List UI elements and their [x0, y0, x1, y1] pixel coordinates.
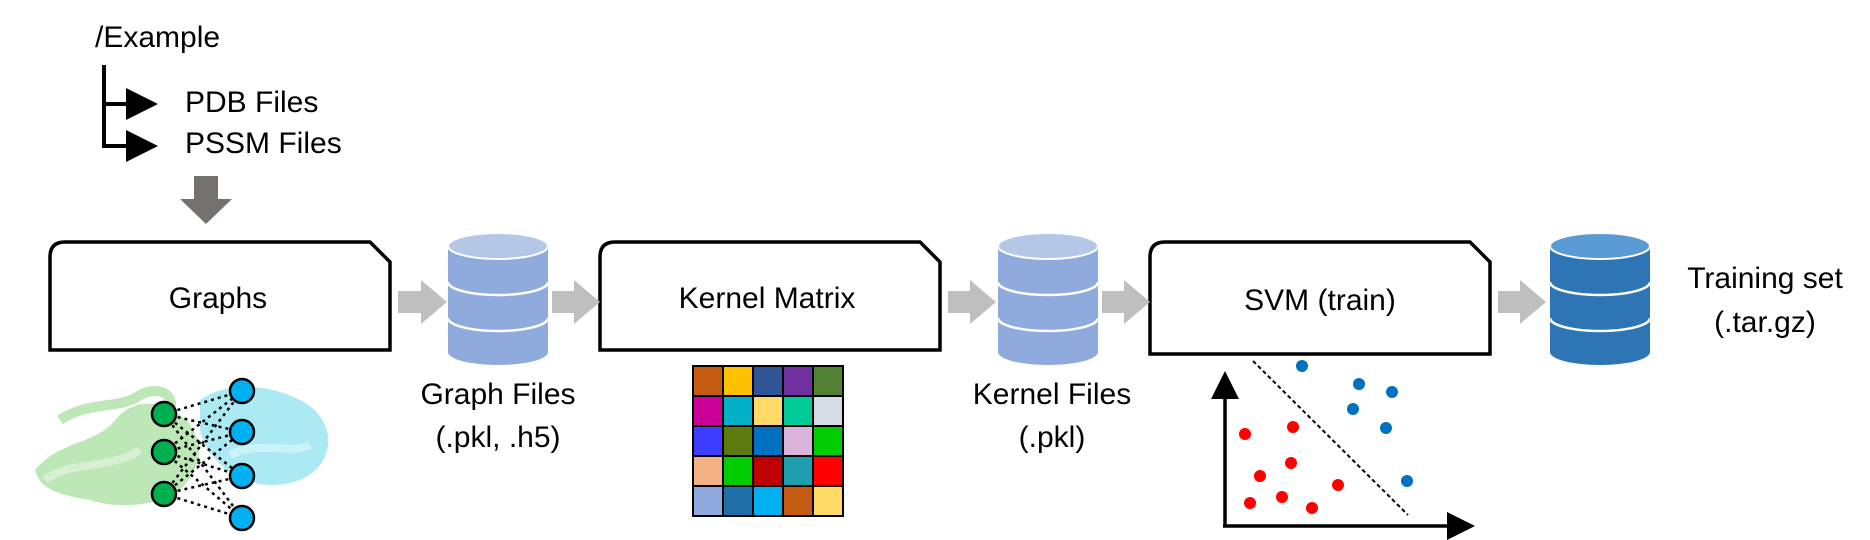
svm-point-red — [1306, 502, 1318, 514]
kernel-cell — [782, 395, 814, 427]
graph-node-cyan — [228, 462, 256, 490]
kernel-cell — [752, 425, 784, 457]
kernel-cell — [692, 455, 724, 487]
graph-node-cyan — [228, 377, 256, 405]
output-training-set-line1: Training set — [1687, 262, 1843, 295]
kernel-cell — [722, 425, 754, 457]
kernel-cell — [692, 485, 724, 517]
svm-point-red — [1287, 421, 1299, 433]
kernel-cell — [812, 455, 844, 487]
svm-point-red — [1276, 491, 1288, 503]
graph-edge — [163, 431, 243, 495]
output-training-set-line2: (.tar.gz) — [1714, 306, 1816, 339]
kernel-cell — [782, 455, 814, 487]
graph-edge — [163, 390, 243, 495]
output-kernel-files-line2: (.pkl) — [1019, 421, 1086, 454]
svm-point-red — [1285, 457, 1297, 469]
kernel-cell — [722, 365, 754, 397]
flow-arrows — [398, 280, 1546, 324]
kernel-cell — [722, 455, 754, 487]
svm-decision-boundary — [1252, 360, 1409, 516]
stage-box-svm: SVM (train) — [1148, 240, 1492, 356]
kernel-cell — [782, 485, 814, 517]
svm-point-blue — [1353, 378, 1365, 390]
kernel-cell — [752, 455, 784, 487]
graph-edge — [163, 413, 243, 519]
flow-arrow-icon — [552, 280, 600, 324]
graph-edges — [163, 389, 243, 520]
svm-point-blue — [1386, 386, 1398, 398]
stage-box-kernel-matrix: Kernel Matrix — [598, 240, 942, 352]
kernel-cell — [812, 365, 844, 397]
kernel-cell — [752, 395, 784, 427]
kernel-cell — [812, 425, 844, 457]
graph-node-cyan — [228, 504, 256, 532]
svm-point-blue — [1296, 360, 1308, 372]
kernel-cell — [692, 395, 724, 427]
tree-child-pdb: PDB Files — [185, 86, 318, 119]
kernel-cell — [752, 485, 784, 517]
graph-node-cyan — [228, 418, 256, 446]
kernel-cell — [812, 485, 844, 517]
output-graph-files-line1: Graph Files — [420, 378, 575, 411]
output-graph-files-line2: (.pkl, .h5) — [435, 421, 560, 454]
databases — [446, 232, 1652, 365]
database-icon — [1548, 232, 1652, 365]
graph-network-icon — [35, 377, 329, 532]
kernel-cell — [782, 425, 814, 457]
kernel-cell — [722, 395, 754, 427]
svm-point-red — [1239, 428, 1251, 440]
tree-child-pssm: PSSM Files — [185, 127, 342, 160]
graph-node-green — [150, 400, 178, 428]
graph-node-green — [150, 438, 178, 466]
kernel-cell — [752, 365, 784, 397]
graph-edge — [163, 451, 243, 519]
kernel-matrix-icon — [692, 365, 844, 517]
stage-label-svm: SVM (train) — [1244, 284, 1396, 317]
graph-node-green — [150, 480, 178, 508]
protein-ribbon-green — [35, 386, 199, 506]
protein-ribbon-cyan — [200, 386, 329, 485]
graph-edge — [163, 390, 243, 453]
flow-arrow-icon — [1498, 280, 1546, 324]
svm-point-red — [1254, 470, 1266, 482]
svm-axes — [1211, 371, 1475, 540]
kernel-cell — [812, 395, 844, 427]
svm-point-red — [1244, 497, 1256, 509]
graph-edge — [163, 413, 243, 477]
stage-label-graphs: Graphs — [169, 282, 267, 315]
kernel-cell — [722, 485, 754, 517]
down-arrow-icon — [180, 176, 232, 224]
directory-tree: /Example PDB Files PSSM Files — [95, 21, 342, 162]
kernel-cell — [782, 365, 814, 397]
svm-point-blue — [1380, 422, 1392, 434]
tree-branch-arrow-icon — [102, 65, 158, 162]
tree-root-label: /Example — [95, 21, 220, 54]
flow-arrow-icon — [1102, 280, 1150, 324]
svm-point-blue — [1347, 403, 1359, 415]
graph-nodes — [150, 377, 256, 532]
database-icon — [996, 232, 1100, 365]
kernel-cell — [692, 365, 724, 397]
svm-scatter-icon — [1211, 360, 1475, 540]
flow-arrow-icon — [398, 280, 447, 324]
database-icon — [446, 232, 550, 365]
output-kernel-files-line1: Kernel Files — [973, 378, 1131, 411]
stage-box-graphs: Graphs — [48, 240, 392, 352]
svm-point-blue — [1401, 475, 1413, 487]
kernel-cell — [692, 425, 724, 457]
stage-label-kernel-matrix: Kernel Matrix — [679, 282, 856, 315]
flow-arrow-icon — [948, 280, 996, 324]
svm-points — [1239, 360, 1413, 514]
svm-point-red — [1332, 479, 1344, 491]
